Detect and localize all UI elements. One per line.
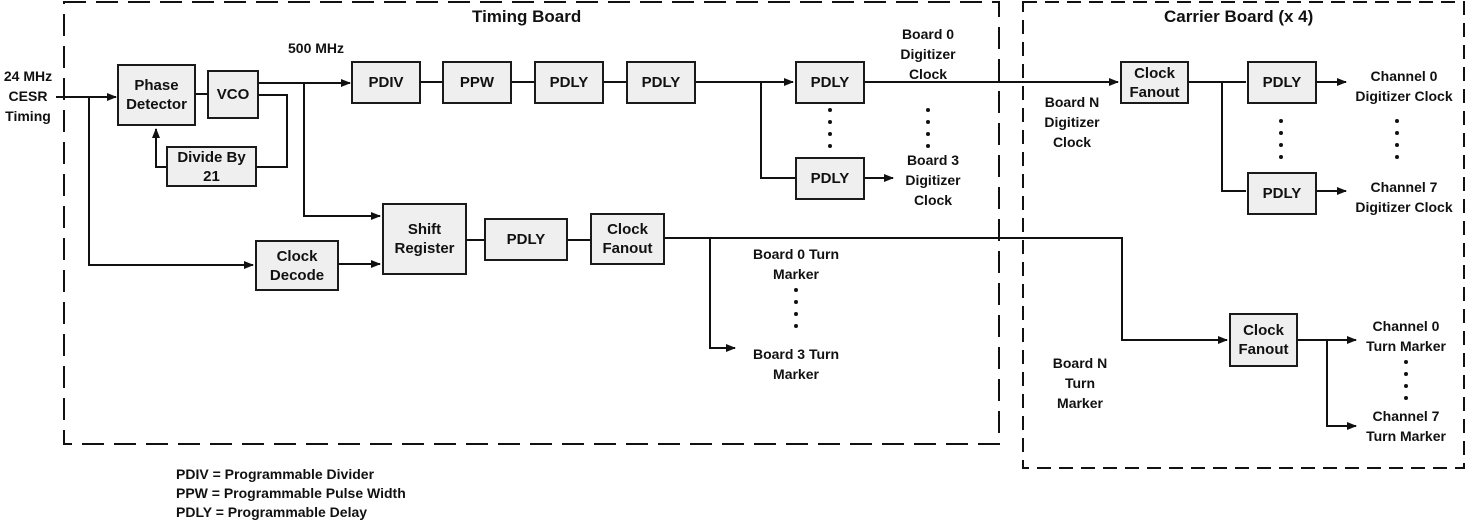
ellipsis-dots [1279, 119, 1285, 167]
pdiv-block: PDIV [351, 61, 421, 104]
clock-fanout-clock-block: Clock Fanout [1120, 61, 1189, 104]
pdly-marker-block: PDLY [484, 218, 568, 261]
vco-block: VCO [207, 70, 259, 119]
ellipsis-dots [1404, 360, 1410, 408]
pdly-ch0-block: PDLY [1247, 61, 1317, 104]
divide-by-block: Divide By 21 [166, 146, 257, 187]
pdly-board3-block: PDLY [795, 157, 865, 200]
ellipsis-dots [926, 108, 932, 156]
wire-feedback [257, 94, 288, 168]
timing-board-title: Timing Board [472, 7, 582, 26]
wire-to-clock-decode [88, 97, 254, 269]
ellipsis-dots [1395, 119, 1401, 167]
ellipsis-dots [828, 108, 834, 156]
carrier-board-outline [1022, 1, 1465, 469]
legend-item: PDIV = Programmable Divider [176, 466, 375, 482]
board-n-clock-label: Board N Digitizer Clock [1044, 94, 1100, 150]
ellipsis-dots [794, 288, 800, 336]
pdly-board0-block: PDLY [795, 61, 865, 104]
board-n-marker-label: Board N Turn Marker [1052, 355, 1108, 411]
shift-register-block: Shift Register [382, 203, 467, 275]
ppw-block: PPW [442, 61, 512, 104]
phase-detector-block: Phase Detector [117, 64, 196, 126]
legend: PDIV = Programmable Divider PPW = Progra… [176, 465, 406, 522]
ch0-clock-label: Channel 0 Digitizer Clock [1355, 68, 1453, 104]
board0-clock-label: Board 0 Digitizer Clock [900, 26, 956, 82]
board0-marker-label: Board 0 Turn Marker [752, 246, 840, 282]
legend-item: PDLY = Programmable Delay [176, 504, 368, 520]
legend-item: PPW = Programmable Pulse Width [176, 485, 406, 501]
clock-fanout-block: Clock Fanout [590, 213, 665, 265]
board3-clock-label: Board 3 Digitizer Clock [905, 152, 961, 208]
clock-decode-block: Clock Decode [255, 240, 339, 291]
ch7-clock-label: Channel 7 Digitizer Clock [1355, 179, 1453, 215]
freq-label: 500 MHz [288, 40, 345, 56]
pdly-block: PDLY [626, 61, 696, 104]
carrier-board-title: Carrier Board (x 4) [1164, 7, 1314, 26]
pdly-ch7-block: PDLY [1247, 172, 1317, 215]
timing-board-outline [63, 1, 1000, 445]
pdly-block: PDLY [534, 61, 604, 104]
wire-turn-marker [664, 237, 1228, 344]
ch0-marker-label: Channel 0 Turn Marker [1366, 318, 1446, 354]
input-label: 24 MHz CESR Timing [3, 68, 53, 124]
board3-marker-label: Board 3 Turn Marker [752, 346, 840, 382]
clock-fanout-marker-block: Clock Fanout [1229, 313, 1298, 367]
ch7-marker-label: Channel 7 Turn Marker [1366, 408, 1446, 444]
